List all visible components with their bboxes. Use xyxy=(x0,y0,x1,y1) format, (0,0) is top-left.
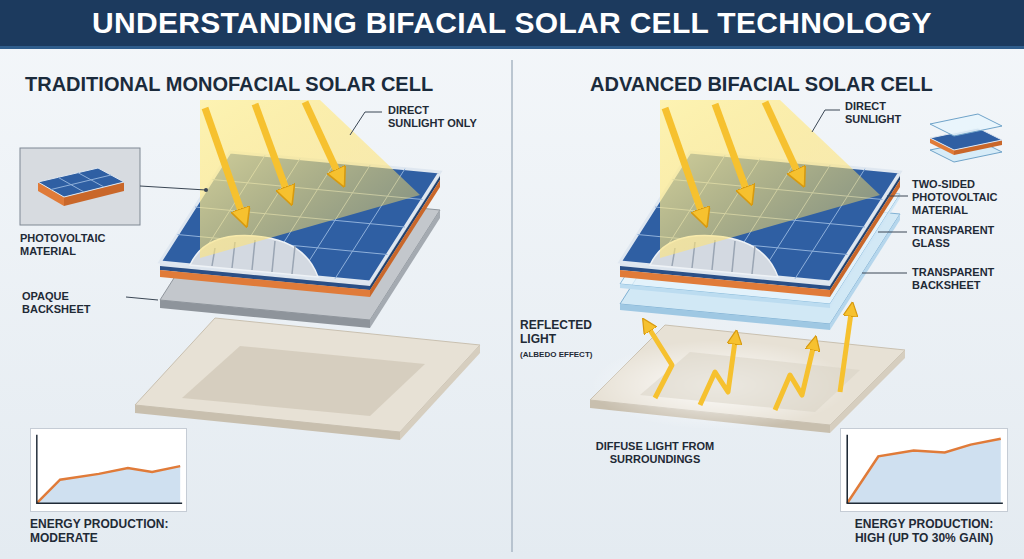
callout-label: DIRECT SUNLIGHT ONLY xyxy=(388,104,488,130)
sun-arrow xyxy=(665,108,705,222)
sunlight-arrows xyxy=(665,102,802,222)
sunlight-arrows xyxy=(205,102,342,222)
leader-lines xyxy=(812,110,908,273)
leader-dot xyxy=(204,188,208,192)
chart-box xyxy=(840,428,1008,512)
callout-label: (ALBEDO EFFECT) xyxy=(520,350,615,360)
title-text: UNDERSTANDING BIFACIAL SOLAR CELL TECHNO… xyxy=(0,0,1024,46)
cell-stripe xyxy=(712,240,715,270)
panel-shadow xyxy=(182,346,425,416)
chart-line xyxy=(37,466,180,503)
reflected-arrow xyxy=(700,334,736,405)
leader-line xyxy=(812,110,840,132)
chart-plot xyxy=(31,429,186,511)
energy-chart: ENERGY PRODUCTION: HIGH (UP TO 30% GAIN) xyxy=(840,428,1008,547)
sun-arrow xyxy=(205,108,245,222)
chart-caption: ENERGY PRODUCTION: MODERATE xyxy=(30,517,187,545)
chart-area xyxy=(37,466,180,503)
chart-box xyxy=(30,428,187,512)
panel-region: ADVANCED BIFACIAL SOLAR CELL ENERGY PRODU… xyxy=(512,46,1024,559)
ground-edge xyxy=(400,345,480,440)
cell-stripe xyxy=(252,240,255,270)
callout-label: DIRECT SUNLIGHT xyxy=(845,100,917,126)
inset-glass xyxy=(930,114,1002,136)
leader-lines xyxy=(126,112,382,300)
title-banner xyxy=(0,0,1024,46)
reflected-arrow xyxy=(840,306,852,392)
leader-line xyxy=(862,273,907,274)
sun-arrow xyxy=(305,102,342,182)
sun-arrow xyxy=(255,104,290,200)
chart-line xyxy=(847,439,1001,503)
sunlight-beam xyxy=(200,100,420,258)
callout-label: REFLECTED LIGHT xyxy=(520,318,612,346)
cell-stripe xyxy=(292,246,295,274)
chart-area xyxy=(847,439,1001,503)
panel-divider xyxy=(511,60,513,552)
chart-axes xyxy=(37,435,182,503)
sun-arrow xyxy=(765,102,802,182)
callout-label: TRANSPARENT BACKSHEET xyxy=(912,266,1012,292)
cell-stripe xyxy=(732,241,735,272)
inset-grid xyxy=(51,173,111,192)
reflected-arrows xyxy=(645,306,852,410)
reflected-arrow xyxy=(775,340,815,410)
callout-label: OPAQUE BACKSHEET xyxy=(22,290,122,316)
inset-box xyxy=(20,148,140,225)
leader-line xyxy=(887,196,908,197)
callout-label: PHOTOVOLTAIC MATERIAL xyxy=(20,232,145,258)
backsheet-edge xyxy=(620,304,830,330)
callout-label: TWO-SIDED PHOTOVOLTAIC MATERIAL xyxy=(912,178,1012,217)
callout-label: DIFFUSE LIGHT FROM SURROUNDINGS xyxy=(580,440,730,466)
reflected-arrow xyxy=(645,322,672,398)
sun-arrow xyxy=(715,104,750,200)
panel-heading: ADVANCED BIFACIAL SOLAR CELL xyxy=(590,72,1010,96)
cell-stripe xyxy=(272,241,275,272)
grid-line xyxy=(51,175,111,190)
backsheet-edge xyxy=(160,300,370,328)
chart-axes xyxy=(847,435,1003,503)
monofacial-illustration xyxy=(20,100,480,440)
leader-line xyxy=(126,297,158,300)
energy-chart: ENERGY PRODUCTION: MODERATE xyxy=(30,428,187,547)
inset-cell xyxy=(38,168,124,197)
banner-rule xyxy=(0,46,1024,49)
leader-line xyxy=(878,232,907,233)
cell-stripe xyxy=(752,246,755,274)
panel-heading: TRADITIONAL MONOFACIAL SOLAR CELL xyxy=(25,72,500,96)
panel-shadow xyxy=(640,352,860,412)
leader-line xyxy=(350,112,382,135)
leader-line xyxy=(140,186,206,190)
chart-caption: ENERGY PRODUCTION: HIGH (UP TO 30% GAIN) xyxy=(844,517,1004,545)
chart-plot xyxy=(841,429,1007,511)
callout-label: TRANSPARENT GLASS xyxy=(912,224,1012,250)
